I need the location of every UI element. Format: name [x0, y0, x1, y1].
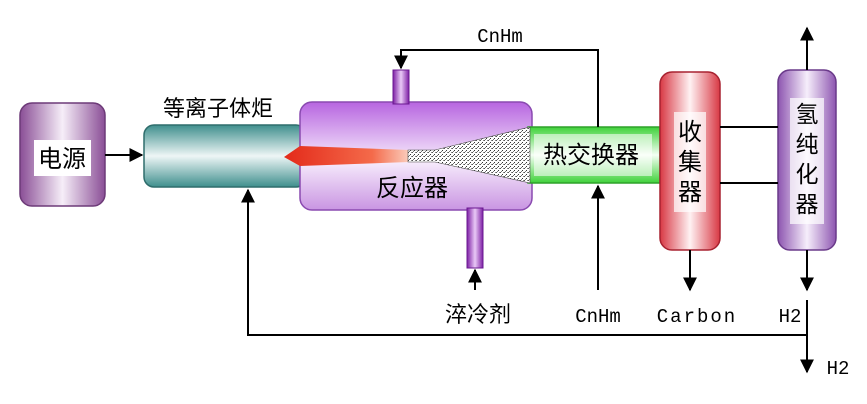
heat-exchanger: 热交换器	[527, 126, 661, 184]
carbon-output-label: Carbon	[657, 306, 737, 328]
collector-label-char-1: 收	[678, 118, 702, 146]
cnhm-feed-label: CnHm	[575, 306, 621, 328]
purifier-label-char-3: 化	[796, 162, 819, 188]
collector-label-char-3: 器	[678, 178, 702, 206]
collector-label: 收	[678, 118, 702, 146]
h2-output-label-bottom: H2	[827, 358, 850, 380]
collector: 收 集 器	[659, 71, 721, 251]
quench-agent-label: 淬冷剂	[445, 303, 511, 328]
purifier-label-char-1: 氢	[796, 102, 819, 128]
power-supply-label: 电源	[38, 145, 86, 173]
plasma-jet	[284, 126, 531, 184]
flow-lines	[105, 26, 814, 374]
cnhm-recycle-arrow	[394, 49, 599, 127]
collector-label-char-2: 集	[678, 148, 702, 176]
plasma-flame	[284, 146, 410, 166]
heat-exchanger-label: 热交换器	[543, 141, 639, 169]
hydrogen-purifier: 氢 纯 化 器	[777, 69, 837, 251]
quench-port	[466, 207, 484, 269]
plasma-torch: 等离子体炬	[143, 97, 307, 188]
top-injection-port	[392, 69, 410, 105]
cnhm-recycle-label: CnHm	[477, 26, 523, 48]
h2-output-label-top: H2	[779, 306, 802, 328]
purifier-label-char-2: 纯	[796, 132, 819, 158]
plasma-torch-label: 等离子体炬	[163, 97, 273, 122]
purifier-label-char-4: 器	[796, 192, 819, 218]
carbon-plume	[407, 126, 531, 184]
power-supply-unit: 电源	[19, 102, 106, 207]
reactor-label: 反应器	[376, 174, 448, 202]
h2-recycle-arrow	[241, 188, 807, 336]
